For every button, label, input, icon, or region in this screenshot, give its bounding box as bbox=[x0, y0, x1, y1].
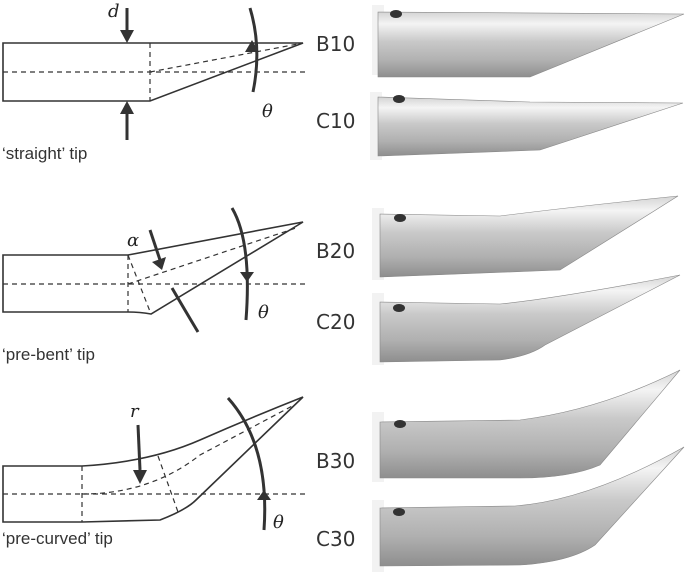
photo-b30 bbox=[372, 369, 681, 482]
theta-symbol-straight: θ bbox=[262, 101, 273, 122]
straight-tip-caption: ‘straight’ tip bbox=[2, 144, 87, 163]
alpha-arc-lower bbox=[170, 287, 200, 333]
prebent-theta-arrowhead bbox=[240, 272, 254, 282]
precurved-end-line bbox=[157, 455, 179, 513]
d-symbol: d bbox=[108, 1, 120, 22]
prebent-bevel-line bbox=[127, 254, 152, 315]
straight-tip-bevel-projection bbox=[149, 42, 304, 73]
photo-c10 bbox=[370, 92, 684, 160]
tip-label-c10: C10 bbox=[316, 109, 355, 133]
straight-theta-arrowhead bbox=[245, 40, 259, 52]
alpha-arrowhead bbox=[152, 257, 166, 270]
straight-tip-diagram: d θ ‘straight’ tip bbox=[2, 1, 305, 163]
theta-symbol-prebent: θ bbox=[258, 302, 269, 323]
prebent-angle-arc bbox=[230, 207, 249, 321]
tip-label-c20: C20 bbox=[316, 310, 355, 334]
photo-c20 bbox=[372, 274, 681, 365]
alpha-symbol: α bbox=[127, 230, 139, 251]
precurved-angle-arc bbox=[226, 397, 267, 531]
prebent-axis-projection bbox=[127, 227, 297, 285]
tip-label-c30: C30 bbox=[316, 527, 355, 551]
r-symbol: r bbox=[130, 401, 140, 422]
tip-label-b20: B20 bbox=[316, 239, 355, 263]
photo-b20 bbox=[372, 195, 679, 280]
precurved-tip-caption: ‘pre-curved’ tip bbox=[2, 529, 113, 548]
r-arrow bbox=[136, 424, 142, 471]
tip-label-b10: B10 bbox=[316, 32, 355, 56]
alpha-arrow bbox=[148, 229, 162, 261]
precurved-axis-projection bbox=[81, 403, 297, 495]
precurved-theta-arrowhead bbox=[257, 490, 271, 500]
tip-label-b30: B30 bbox=[316, 449, 355, 473]
d-arrow-bottom bbox=[120, 101, 134, 140]
precurved-tip-diagram: r θ ‘pre-curved’ tip bbox=[2, 396, 305, 548]
prebent-tip-diagram: α θ ‘pre-bent’ tip bbox=[2, 207, 305, 364]
photo-b10 bbox=[372, 5, 685, 78]
photo-c30 bbox=[372, 446, 685, 572]
d-arrow-top bbox=[120, 8, 134, 43]
r-arrowhead bbox=[133, 470, 147, 484]
theta-symbol-precurved: θ bbox=[273, 512, 284, 533]
precurved-tip-outline bbox=[2, 396, 304, 523]
prebent-tip-caption: ‘pre-bent’ tip bbox=[2, 345, 95, 364]
